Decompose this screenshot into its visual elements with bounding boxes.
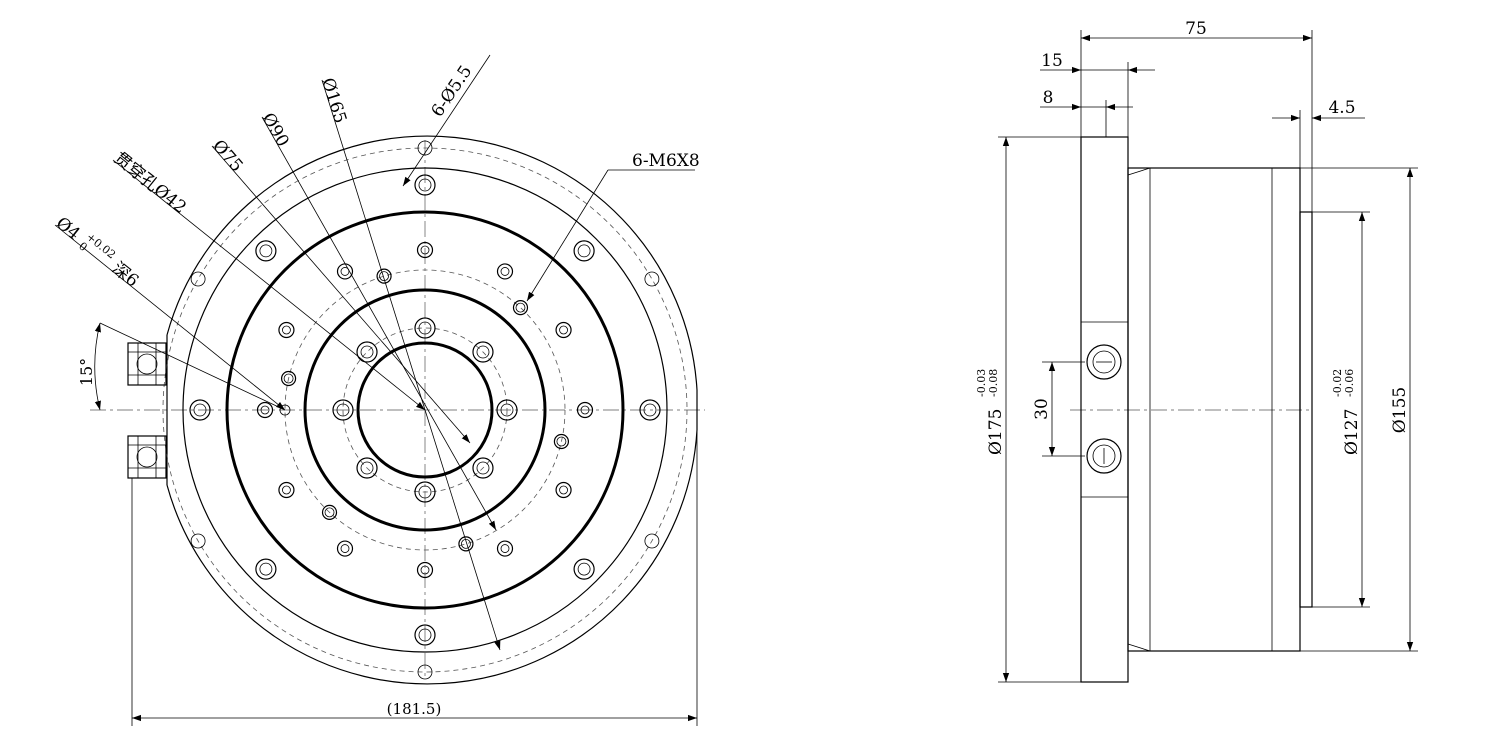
bolt-group-d90 [189, 174, 661, 646]
flange-bolt-6 [255, 558, 277, 580]
tapped-hole-5 [458, 536, 474, 552]
flange-bolt-1 [639, 399, 661, 421]
front-view: (181.5) 15° Ø165 Ø90 Ø75 贯穿孔Ø42 Ø4 +0.02 [52, 54, 705, 726]
bolt-circle-outer [162, 147, 688, 673]
svg-text:Ø90: Ø90 [258, 110, 293, 151]
flange-bolt-8 [573, 558, 595, 580]
side-body [1127, 167, 1301, 652]
svg-text:Ø75: Ø75 [208, 136, 246, 176]
svg-text:-0.02: -0.02 [1331, 369, 1344, 397]
side-flange [1080, 136, 1129, 683]
outer-flange-outline [166, 135, 698, 685]
bolt-group-inner [332, 317, 518, 503]
mid-bolt-8 [416, 561, 434, 579]
inner-bolt-8 [472, 457, 494, 479]
inner-bolt-3 [414, 317, 436, 339]
bolt-circle-inner [342, 327, 508, 493]
side-body-chamfer-bottom [1127, 643, 1151, 652]
tapped-hole-3 [280, 370, 297, 387]
inner-bolt-4 [356, 341, 378, 363]
bolt-circle-m6 [284, 269, 566, 551]
tapped-hole-group-m6 [280, 268, 570, 552]
mid-bolt-10 [555, 481, 572, 499]
inner-bolt-1 [496, 399, 518, 421]
svg-text:深6: 深6 [108, 258, 142, 291]
ring-d90 [225, 210, 625, 610]
mid-bolt-3 [416, 241, 434, 259]
dim-15: 15 [1041, 51, 1063, 71]
flange-bolt-4 [255, 240, 277, 262]
pin-hole [279, 404, 291, 416]
svg-text:0: 0 [76, 240, 90, 255]
mid-bolt-9 [496, 540, 514, 557]
dim-d155: Ø155 [1390, 387, 1410, 433]
through-hole-d42 [356, 341, 494, 479]
angle-ref-line [99, 322, 286, 411]
tapped-hole-6 [553, 433, 570, 450]
svg-text:6-M6X8: 6-M6X8 [632, 151, 700, 171]
svg-text:Ø175: Ø175 [986, 409, 1006, 455]
inner-bolt-5 [332, 399, 354, 421]
tapped-hole-4 [321, 504, 338, 520]
outer-hole-6 [644, 271, 660, 287]
outer-hole-3 [190, 533, 206, 549]
outer-hole-2 [190, 271, 206, 287]
cable-gland-upper [127, 342, 167, 386]
mid-bolt-2 [496, 263, 514, 280]
side-gland-lower [1086, 438, 1122, 474]
width-dimension: (181.5) [387, 700, 442, 718]
svg-text:-0.06: -0.06 [1343, 369, 1356, 397]
dim-45: 4.5 [1328, 98, 1355, 118]
ring-d75 [303, 288, 547, 532]
dim-d127: Ø127 -0.02 -0.06 [1331, 369, 1362, 455]
svg-text:-0.03: -0.03 [975, 369, 988, 397]
outer-hole-4 [417, 664, 433, 680]
inner-bolt-6 [356, 457, 378, 479]
side-gland-upper [1086, 344, 1122, 380]
inner-bolt-7 [414, 481, 436, 503]
outer-hole-5 [644, 533, 660, 549]
flange-bolt-7 [414, 624, 436, 646]
tapped-hole-1 [512, 300, 529, 316]
side-view: 75 15 8 4.5 30 Ø175 -0.03 -0.08 [975, 19, 1418, 683]
leader-holes-6x55: 6-Ø5.5 [402, 54, 491, 187]
dim-75: 75 [1185, 19, 1207, 39]
side-output-pilot [1299, 211, 1313, 608]
outer-hole-1 [417, 140, 433, 156]
dim-d175: Ø175 -0.03 -0.08 [975, 369, 1006, 455]
svg-text:Ø165: Ø165 [317, 76, 350, 126]
tapped-hole-2 [376, 268, 392, 284]
ring-d165 [182, 167, 668, 653]
mid-bolt-7 [336, 540, 354, 557]
side-body-chamfer-top [1127, 167, 1151, 176]
mid-bolt-6 [278, 481, 295, 499]
mid-bolt-1 [555, 321, 572, 339]
dim-30: 30 [1032, 398, 1052, 420]
cable-gland-lower [127, 435, 167, 479]
svg-text:+0.02: +0.02 [84, 230, 118, 261]
bolt-group-outer [190, 140, 660, 680]
svg-text:-0.08: -0.08 [987, 369, 1000, 397]
inner-bolt-2 [472, 341, 494, 363]
svg-text:贯穿孔Ø42: 贯穿孔Ø42 [110, 148, 190, 218]
mid-bolt-11 [576, 401, 594, 419]
flange-bolt-3 [414, 174, 436, 196]
svg-text:Ø127: Ø127 [1342, 409, 1362, 455]
flange-bolt-2 [573, 240, 595, 262]
leader-m6: 6-M6X8 [526, 151, 700, 302]
mid-bolt-12 [256, 401, 274, 419]
angle-arc [94, 322, 101, 411]
mid-bolt-4 [336, 263, 354, 280]
flange-bolt-5 [189, 399, 211, 421]
angle-label: 15° [77, 358, 96, 386]
mid-bolt-5 [278, 321, 295, 339]
svg-text:Ø4: Ø4 [52, 213, 84, 244]
dim-8: 8 [1043, 88, 1054, 108]
